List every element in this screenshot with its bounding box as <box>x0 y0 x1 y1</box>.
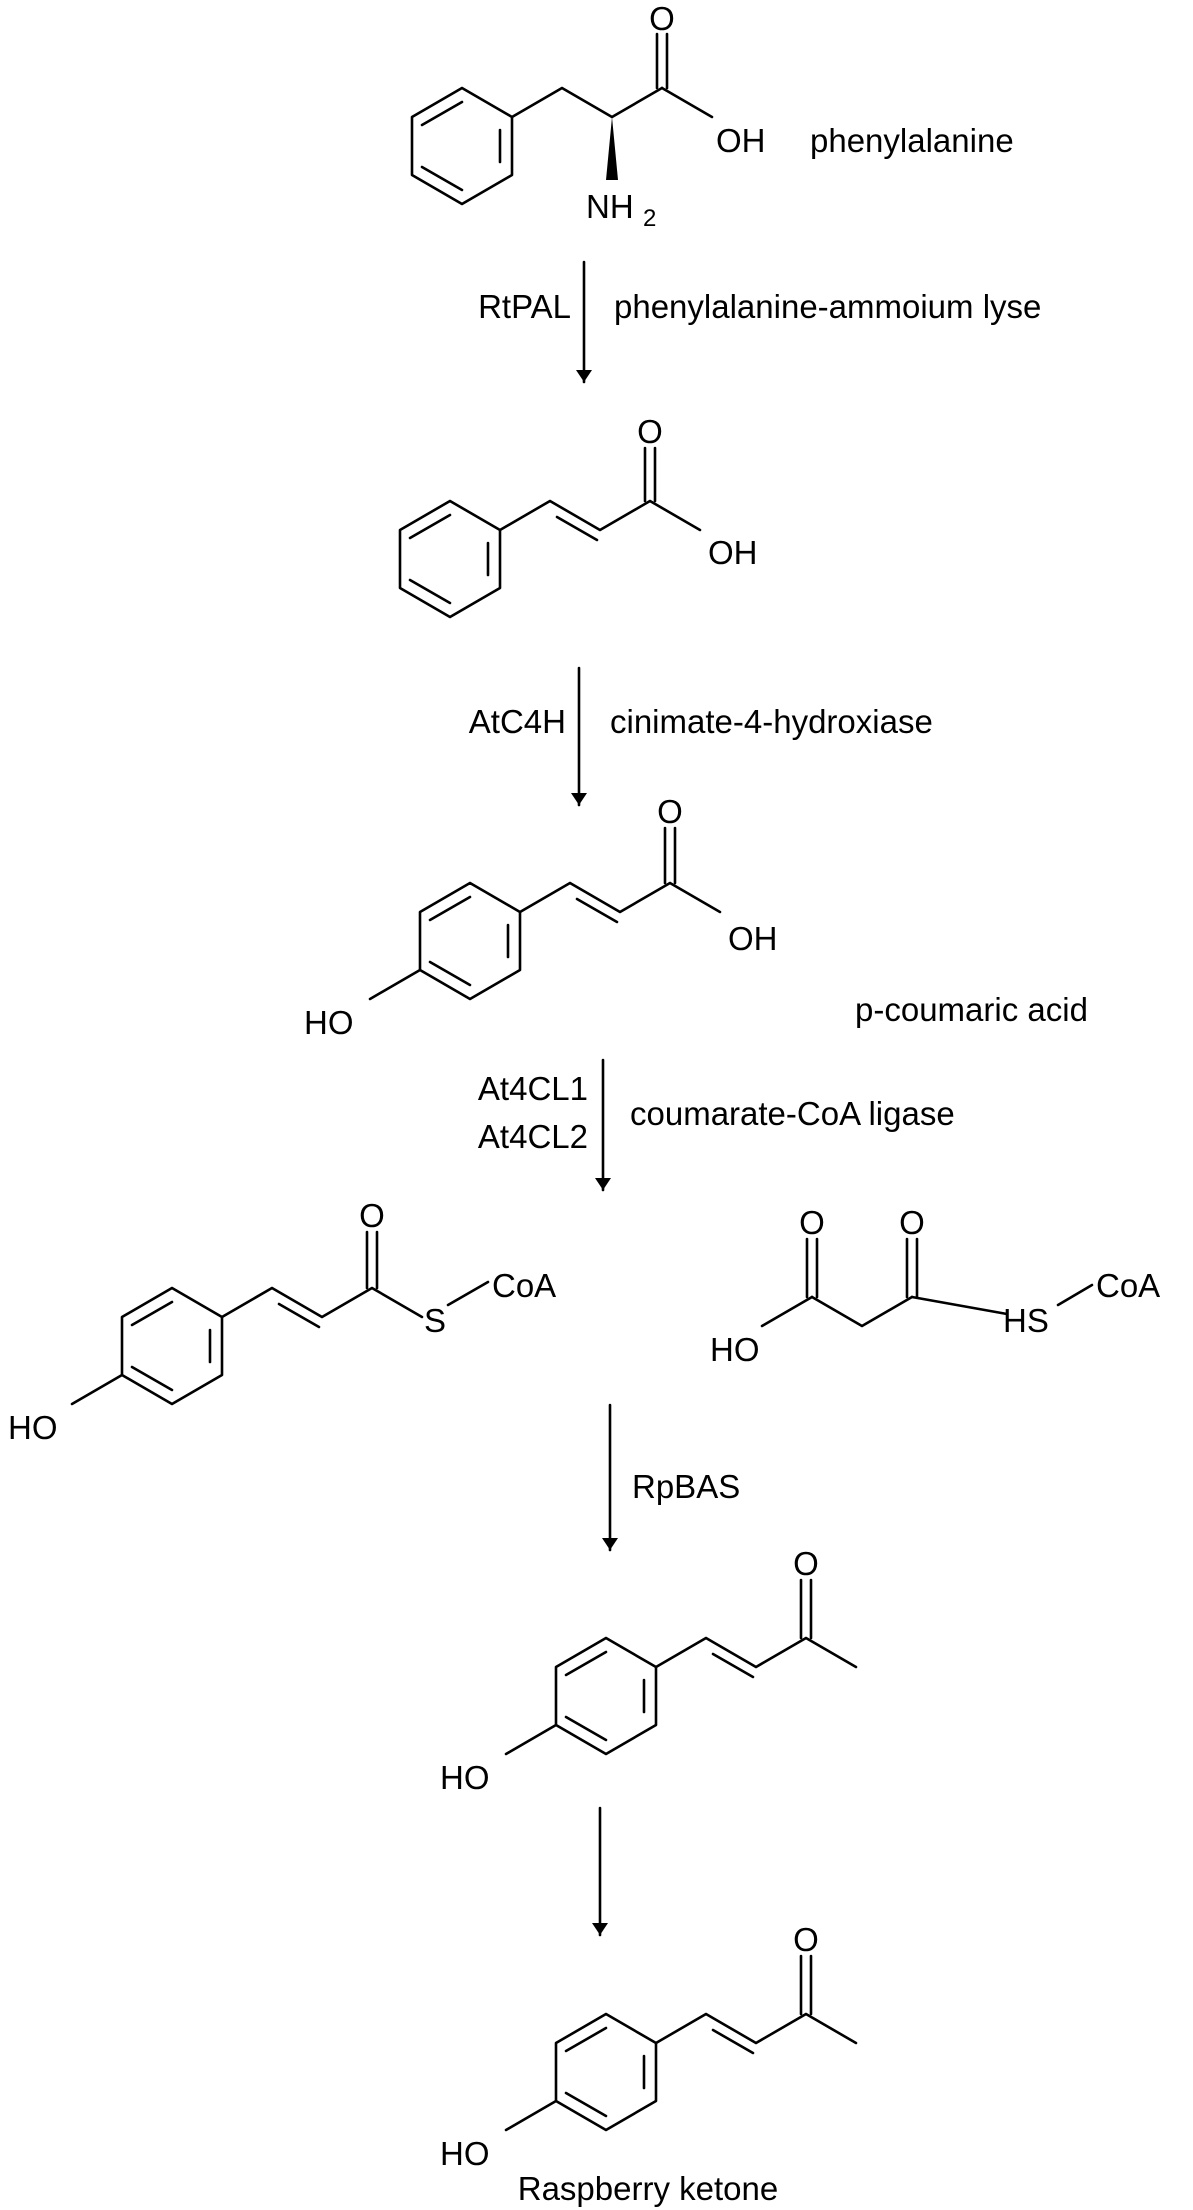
hydroxyl-label: OH <box>716 122 766 159</box>
aromatic-inner-bonds <box>420 100 502 192</box>
enzyme-description: coumarate-CoA ligase <box>630 1095 955 1132</box>
thiol-label: HS <box>1003 1302 1049 1339</box>
step-2: AtC4H cinimate-4-hydroxiase <box>469 666 933 807</box>
carbonyl-oxygen: O <box>793 1921 819 1958</box>
side-chain <box>518 881 722 914</box>
enzyme-description: phenylalanine-ammoium lyse <box>614 288 1041 325</box>
enzyme-label: AtC4H <box>469 703 566 740</box>
benzene-ring <box>554 2012 658 2132</box>
hydroxyl-label: OH <box>708 534 758 571</box>
side-chain <box>510 86 664 119</box>
step-4: RpBAS <box>602 1403 740 1552</box>
phenol-label: HO <box>440 2135 490 2172</box>
carbon-chain <box>810 1295 914 1328</box>
carbonyl-oxygen: O <box>649 0 675 37</box>
carbonyl-oxygen: O <box>657 793 683 830</box>
compound-malonyl-coa: O O HO HS CoA <box>710 1204 1160 1368</box>
benzene-ring <box>410 86 514 206</box>
compound-phenylalanine: O OH NH 2 phenylalanine <box>410 0 1014 232</box>
hydroxyl-label: OH <box>728 920 778 957</box>
compound-name: phenylalanine <box>810 122 1014 159</box>
coa-label: CoA <box>1096 1267 1160 1304</box>
compound-name: Raspberry ketone <box>518 2170 778 2207</box>
enzyme-label-2: At4CL2 <box>478 1118 588 1155</box>
hydroxyl-label: HO <box>710 1331 760 1368</box>
enzyme-label: RpBAS <box>632 1468 740 1505</box>
carbonyl-oxygen-2: O <box>899 1204 925 1241</box>
amine-subscript: 2 <box>643 205 656 232</box>
benzene-ring <box>120 1286 224 1406</box>
carbonyl-oxygen: O <box>359 1197 385 1234</box>
step-3: At4CL1 At4CL2 coumarate-CoA ligase <box>478 1058 955 1192</box>
carbonyl-oxygen-1: O <box>799 1204 825 1241</box>
side-chain <box>654 2012 858 2045</box>
enzyme-description: cinimate-4-hydroxiase <box>610 703 933 740</box>
benzene-ring <box>554 1636 658 1756</box>
side-chain <box>220 1286 424 1319</box>
compound-cinnamic-acid: O OH <box>398 413 758 619</box>
sulfur-label: S <box>424 1302 446 1339</box>
coa-label: CoA <box>492 1267 556 1304</box>
compound-hydroxybenzalacetone: O HO <box>440 1545 858 1796</box>
side-chain <box>498 499 702 532</box>
wedge-bond <box>606 117 618 180</box>
amine-label: NH <box>586 188 634 225</box>
benzene-ring <box>398 499 502 619</box>
side-chain <box>654 1636 858 1669</box>
enzyme-label: RtPAL <box>478 288 571 325</box>
enzyme-label-1: At4CL1 <box>478 1070 588 1107</box>
benzene-ring <box>418 881 522 1001</box>
carbonyl-oxygen: O <box>637 413 663 450</box>
compound-p-coumaric-acid: O OH HO p-coumaric acid <box>304 793 1088 1041</box>
compound-raspberry-ketone: O HO Raspberry ketone <box>440 1921 858 2207</box>
phenol-label: HO <box>8 1409 58 1446</box>
carbonyl-oxygen: O <box>793 1545 819 1582</box>
step-1: RtPAL phenylalanine-ammoium lyse <box>478 260 1041 384</box>
phenol-label: HO <box>304 1004 354 1041</box>
compound-p-coumaroyl-coa: O S CoA HO <box>8 1197 556 1446</box>
phenol-label: HO <box>440 1759 490 1796</box>
compound-name: p-coumaric acid <box>855 991 1088 1028</box>
